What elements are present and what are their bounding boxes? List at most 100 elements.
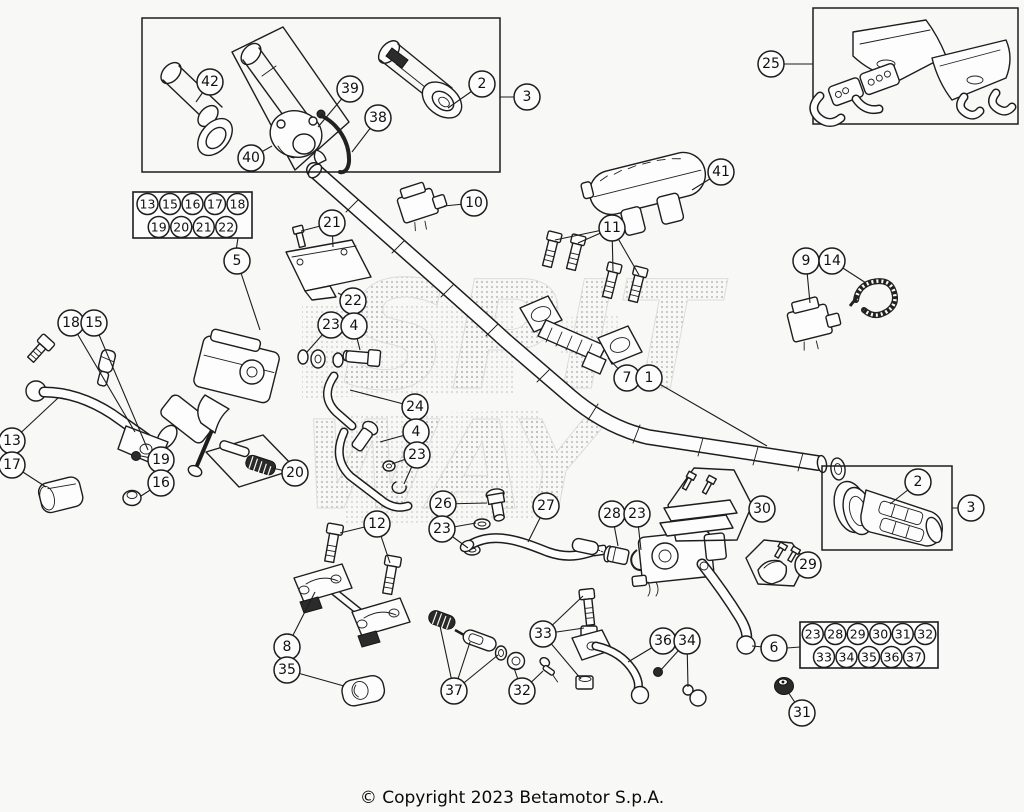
art-nut-19	[131, 451, 141, 461]
callout-21: 21	[318, 209, 346, 237]
art-washers-23-bolt-4	[297, 349, 382, 369]
callout-13: 13	[0, 427, 26, 455]
svg-text:17: 17	[3, 457, 21, 473]
art-adjuster-20	[205, 434, 297, 488]
legend-number-15: 15	[158, 192, 182, 216]
art-switch-10	[396, 181, 448, 232]
svg-text:35: 35	[278, 662, 296, 678]
svg-text:16: 16	[185, 197, 201, 212]
legend-number-35: 35	[857, 645, 881, 669]
callout-2: 2	[904, 468, 932, 496]
svg-text:34: 34	[678, 633, 696, 649]
callout-17: 17	[0, 451, 26, 479]
legend-number-30: 30	[869, 622, 892, 646]
svg-text:30: 30	[872, 627, 888, 642]
svg-text:28: 28	[827, 627, 843, 642]
callout-18: 18	[57, 309, 85, 337]
svg-text:36: 36	[654, 633, 672, 649]
svg-text:33: 33	[534, 626, 552, 642]
svg-text:34: 34	[839, 650, 855, 665]
svg-text:42: 42	[201, 74, 219, 90]
svg-text:23: 23	[433, 521, 451, 537]
svg-text:7: 7	[623, 370, 632, 386]
legend-number-20: 20	[170, 215, 193, 239]
svg-text:23: 23	[322, 317, 340, 333]
art-strap-24	[323, 371, 413, 512]
art-cable-38	[316, 109, 352, 175]
callout-33: 33	[529, 620, 557, 648]
svg-text:28: 28	[603, 506, 621, 522]
art-handguards-25	[809, 7, 1019, 127]
copyright-text: © Copyright 2023 Betamotor S.p.A.	[360, 788, 664, 808]
callout-5: 5	[223, 247, 251, 275]
art-coil-14	[848, 278, 898, 318]
callout-10: 10	[460, 189, 488, 217]
callout-39: 39	[336, 75, 364, 103]
svg-text:38: 38	[369, 110, 387, 126]
callout-27: 27	[532, 492, 560, 520]
svg-text:21: 21	[196, 220, 212, 235]
artwork	[25, 7, 1019, 707]
callout-23: 23	[623, 500, 651, 528]
callout-8: 8	[273, 633, 301, 661]
art-grip-42	[160, 61, 233, 157]
svg-text:32: 32	[513, 683, 531, 699]
art-plate-21-22	[285, 224, 372, 301]
callout-14: 14	[818, 247, 846, 275]
art-clutch-lever-13	[25, 333, 169, 514]
legend-number-29: 29	[846, 622, 869, 646]
callout-2: 2	[468, 70, 496, 98]
svg-text:19: 19	[151, 220, 167, 235]
svg-text:23: 23	[628, 506, 646, 522]
art-bar-mount-7	[519, 295, 643, 375]
legend-number-33: 33	[812, 645, 836, 669]
svg-text:10: 10	[465, 195, 483, 211]
svg-text:12: 12	[368, 516, 386, 532]
callout-1: 1	[635, 364, 663, 392]
callout-16: 16	[147, 469, 175, 497]
callout-41: 41	[707, 158, 735, 186]
callout-40: 40	[237, 144, 265, 172]
callout-37: 37	[440, 677, 468, 705]
svg-text:20: 20	[286, 465, 304, 481]
callout-30: 30	[748, 495, 776, 523]
svg-text:14: 14	[823, 253, 841, 269]
callout-36: 36	[649, 627, 677, 655]
callout-3: 3	[513, 83, 541, 111]
callout-24: 24	[401, 393, 429, 421]
svg-text:1: 1	[645, 370, 654, 386]
art-brake-master-6	[571, 530, 756, 655]
svg-text:31: 31	[895, 627, 911, 642]
svg-text:41: 41	[712, 164, 730, 180]
svg-text:17: 17	[207, 197, 223, 212]
art-grip-2-left-box	[377, 40, 463, 119]
svg-text:3: 3	[523, 89, 532, 105]
svg-text:22: 22	[344, 293, 362, 309]
callout-4: 4	[340, 312, 368, 340]
svg-text:13: 13	[140, 197, 156, 212]
svg-text:11: 11	[603, 220, 621, 236]
svg-text:27: 27	[537, 498, 555, 514]
legend-number-21: 21	[192, 215, 215, 239]
svg-text:33: 33	[816, 650, 832, 665]
art-detail-box-grip-right	[821, 465, 953, 551]
callout-22: 22	[339, 287, 367, 315]
callout-12: 12	[363, 510, 391, 538]
legend-number-16: 16	[181, 192, 204, 216]
svg-text:24: 24	[406, 399, 424, 415]
callout-6: 6	[760, 634, 788, 662]
svg-text:29: 29	[799, 557, 817, 573]
svg-text:32: 32	[917, 627, 933, 642]
art-detail-box-grips	[141, 17, 501, 175]
svg-text:18: 18	[230, 197, 246, 212]
watermark: SPIT WAY	[300, 250, 729, 538]
svg-text:31: 31	[793, 705, 811, 721]
art-lever-36-hardware	[571, 587, 707, 707]
art-switch-9	[786, 296, 842, 351]
legend-number-23: 23	[801, 622, 824, 646]
svg-text:4: 4	[350, 318, 359, 334]
svg-text:8: 8	[283, 639, 292, 655]
svg-text:30: 30	[753, 501, 771, 517]
